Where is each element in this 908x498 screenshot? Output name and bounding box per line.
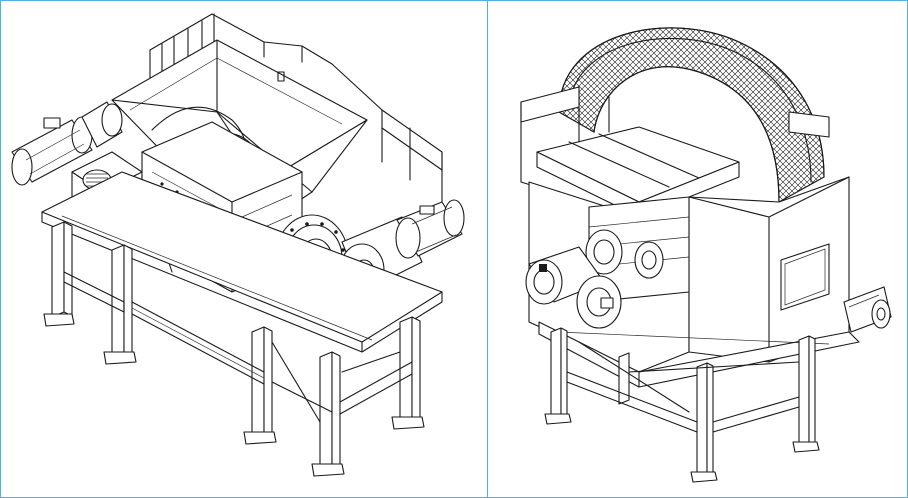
right-side-motor: [843, 286, 892, 333]
left-machine-svg: [11, 13, 465, 477]
safety-railing: [149, 13, 443, 203]
support-legs: [544, 327, 820, 483]
left-bearing-housing: [525, 229, 664, 329]
left-electric-motor: [11, 101, 123, 186]
base-platform: [41, 171, 443, 353]
panel-divider: [487, 1, 488, 497]
support-legs: [43, 221, 425, 477]
right-machine-drawing: [489, 2, 906, 496]
left-machine-drawing: [2, 2, 486, 496]
right-machine-svg: [520, 27, 892, 483]
